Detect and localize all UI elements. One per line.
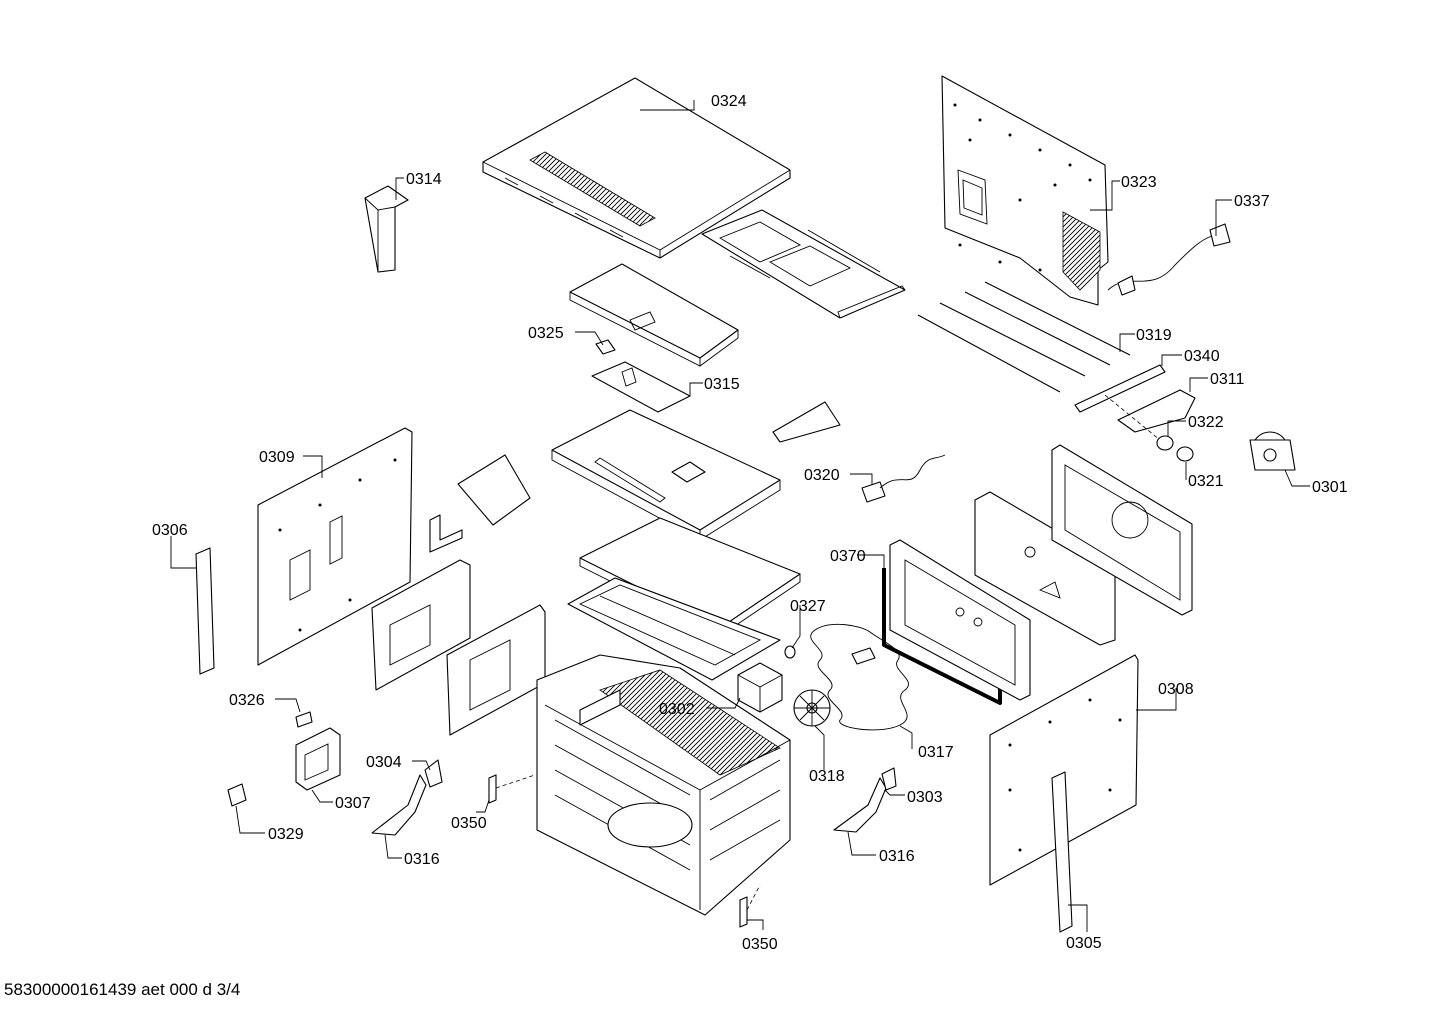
label-0307: 0307 [335, 795, 371, 812]
rear-panel-part [941, 75, 1109, 306]
left-side-panel-part [257, 427, 413, 666]
hinge-right-part [833, 767, 897, 833]
small-fan-parts [1156, 435, 1194, 462]
label-0340: 0340 [1184, 348, 1220, 365]
label-0301: 0301 [1312, 479, 1348, 496]
label-0350-lower: 0350 [742, 936, 778, 953]
strip-0305-part [1051, 771, 1073, 933]
part-labels: 0324 0314 0323 0337 0325 0315 0319 0340 … [152, 93, 1348, 953]
door-inner-part [889, 539, 1031, 701]
label-0323: 0323 [1121, 174, 1157, 191]
label-0325: 0325 [528, 325, 564, 342]
label-0302: 0302 [659, 701, 695, 718]
deflector-part [772, 401, 841, 443]
part-0327 [784, 645, 796, 659]
heater-tray-part [567, 577, 781, 681]
strip-0306-part [195, 547, 215, 675]
upper-tray-part [569, 263, 739, 367]
label-0311: 0311 [1210, 371, 1245, 388]
label-0306: 0306 [152, 522, 188, 539]
part-0326 [295, 711, 313, 728]
door-outer-part [1051, 444, 1193, 616]
motor-0301-part [1249, 431, 1296, 471]
label-0337: 0337 [1234, 193, 1270, 210]
label-0326: 0326 [229, 692, 265, 709]
label-0324: 0324 [711, 93, 747, 110]
right-side-panel-part [989, 654, 1139, 886]
waveguide-plate-part [551, 409, 781, 541]
oven-cavity-part [536, 654, 791, 916]
angle-bracket-part [429, 454, 531, 553]
label-0370: 0370 [830, 548, 866, 565]
switch-0325-part [595, 339, 616, 355]
plate-0315-part [591, 361, 691, 413]
door-middle-panel-part [974, 491, 1116, 646]
label-0316-right: 0316 [879, 848, 915, 865]
left-frame-part [371, 559, 471, 691]
grid-cover-part [701, 209, 906, 319]
inner-frame-part [446, 604, 546, 736]
label-0321: 0321 [1188, 473, 1224, 490]
bracket-0314-part [364, 185, 409, 273]
label-0322: 0322 [1188, 414, 1224, 431]
clip-0350-lower [739, 884, 761, 928]
fan-0318-part [793, 689, 831, 727]
power-cord-part [1107, 223, 1231, 296]
leader-lines [170, 100, 1310, 932]
label-0350-upper: 0350 [451, 815, 487, 832]
label-0318: 0318 [809, 768, 845, 785]
fan-bracket-part [1074, 364, 1196, 441]
label-0329: 0329 [268, 826, 304, 843]
hinge-left-part [371, 759, 443, 836]
clip-0350-upper [488, 774, 536, 804]
label-0308: 0308 [1158, 681, 1194, 698]
top-cover-part [482, 77, 791, 259]
sensor-0320-part [861, 454, 946, 503]
label-0316-left: 0316 [404, 851, 440, 868]
label-0320: 0320 [804, 467, 840, 484]
drawing-code: 58300000161439 aet 000 d 3/4 [4, 980, 241, 999]
rods-part [917, 281, 1131, 393]
label-0319: 0319 [1136, 327, 1172, 344]
label-0314: 0314 [406, 171, 442, 188]
holder-0307-part [295, 727, 341, 791]
label-0317: 0317 [918, 744, 954, 761]
knob-0329-part [227, 783, 247, 807]
label-0309: 0309 [259, 449, 295, 466]
label-0303: 0303 [907, 789, 943, 806]
label-0304: 0304 [366, 754, 402, 771]
label-0315: 0315 [704, 376, 740, 393]
transformer-part [737, 662, 783, 713]
label-0305: 0305 [1066, 935, 1102, 952]
label-0327: 0327 [790, 598, 826, 615]
